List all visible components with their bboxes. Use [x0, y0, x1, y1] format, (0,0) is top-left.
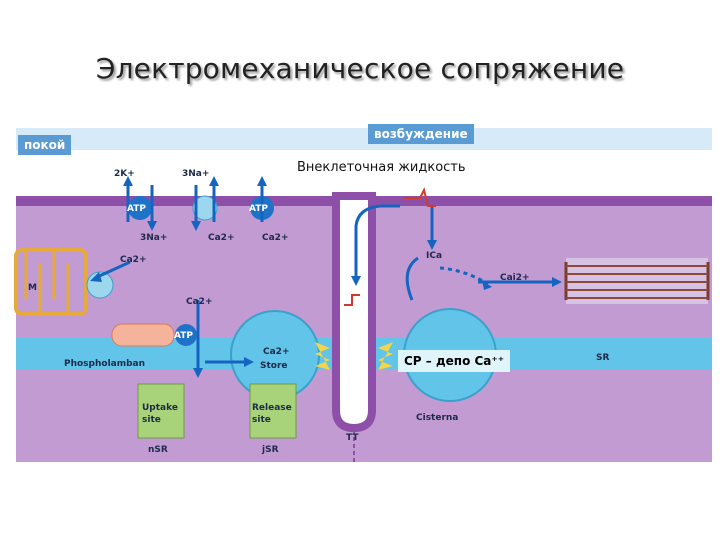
myofilaments	[564, 258, 710, 304]
label-3na: 3Na+	[182, 169, 209, 179]
label-atp-3: ATP	[174, 331, 193, 341]
atp-pump-1	[128, 196, 152, 220]
label-site1: site	[142, 415, 161, 425]
label-atp-2: ATP	[249, 204, 268, 214]
label-atp-1: ATP	[127, 204, 146, 214]
serca-pump	[175, 324, 197, 346]
label-ca-top2: Ca2+	[262, 233, 288, 243]
junction-right	[378, 342, 393, 370]
label-ica: ICa	[426, 251, 442, 261]
l-type-channel	[344, 294, 360, 306]
label-ca-store: Ca2+	[263, 347, 289, 357]
label-site2: site	[252, 415, 271, 425]
label-cisterna: Cisterna	[416, 413, 458, 423]
label-sr: SR	[596, 353, 609, 363]
phospholamban	[111, 323, 175, 347]
label-cai: Cai2+	[500, 273, 530, 283]
uptake-site	[137, 383, 185, 439]
label-ca-atp: Ca2+	[186, 297, 212, 307]
label-phospholamban: Phospholamban	[64, 359, 145, 369]
action-potential-top	[404, 187, 436, 207]
label-m: M	[28, 283, 37, 293]
label-jsr: jSR	[261, 445, 279, 455]
release-site	[249, 383, 297, 439]
label-ca-top1: Ca2+	[208, 233, 234, 243]
tag-rest: покой	[18, 135, 72, 155]
t-tubule	[332, 192, 376, 433]
flux-arrows	[94, 182, 556, 372]
label-ca-mito: Ca2+	[120, 255, 146, 265]
label-release: Release	[252, 403, 292, 413]
mitochondrion	[14, 248, 88, 316]
tag-excitation: возбуждение	[368, 124, 474, 144]
arrowheads	[90, 176, 562, 378]
label-nsr: nSR	[148, 445, 168, 455]
junction-left	[315, 342, 330, 370]
mito-cristae	[24, 250, 70, 314]
label-2k: 2K+	[114, 169, 135, 179]
top-band	[16, 128, 712, 150]
label-3na-in: 3Na+	[140, 233, 167, 243]
slide-title: Электромеханическое сопряжение	[95, 52, 625, 85]
sr-depot-label: СР – депо Ca⁺⁺	[398, 350, 511, 372]
label-uptake: Uptake	[142, 403, 178, 413]
extracellular-label: Внеклеточная жидкость	[294, 160, 469, 175]
na-ca-exchanger	[192, 195, 218, 221]
label-store: Store	[260, 361, 288, 371]
label-tt: TT	[346, 433, 359, 443]
